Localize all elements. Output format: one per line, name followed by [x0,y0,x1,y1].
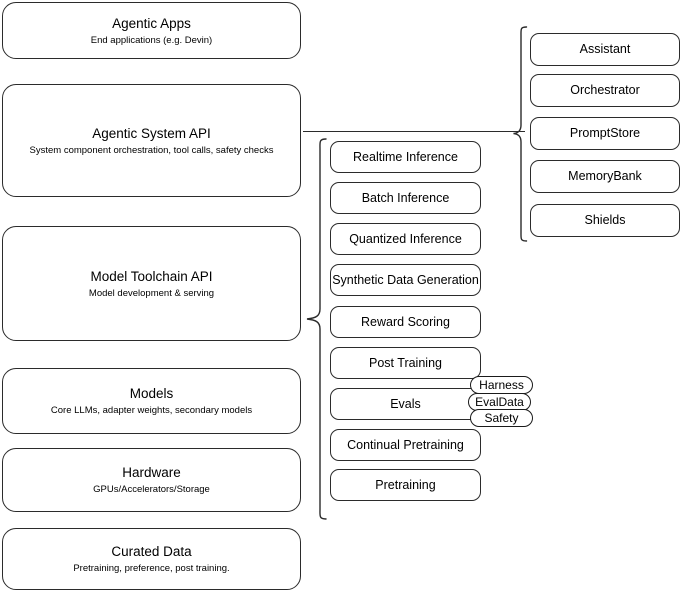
stack-layer-model-toolchain-api[interactable]: Model Toolchain API Model development & … [2,226,301,341]
system-item-orchestrator[interactable]: Orchestrator [530,74,680,107]
toolchain-item-label: Post Training [369,355,442,370]
layer-title: Hardware [122,465,181,480]
eval-tag-harness[interactable]: Harness [470,376,533,394]
toolchain-item-synthetic-data-generation[interactable]: Synthetic Data Generation [330,264,481,296]
layer-subtitle: End applications (e.g. Devin) [90,34,213,46]
brace-system-column [513,26,528,242]
layer-subtitle: GPUs/Accelerators/Storage [93,484,210,495]
toolchain-item-continual-pretraining[interactable]: Continual Pretraining [330,429,481,461]
eval-tag-label: Harness [479,378,524,392]
toolchain-item-label: Batch Inference [361,190,450,205]
toolchain-item-post-training[interactable]: Post Training [330,347,481,379]
brace-toolchain-column [306,138,327,520]
toolchain-item-label: Evals [390,396,421,411]
system-item-promptstore[interactable]: PromptStore [530,117,680,150]
system-item-label: PromptStore [569,126,641,140]
toolchain-item-label: Continual Pretraining [347,437,464,452]
layer-title: Model Toolchain API [90,268,213,284]
toolchain-item-reward-scoring[interactable]: Reward Scoring [330,306,481,338]
stack-layer-models[interactable]: Models Core LLMs, adapter weights, secon… [2,368,301,434]
toolchain-item-label: Synthetic Data Generation [332,272,479,287]
stack-layer-agentic-system-api[interactable]: Agentic System API System component orch… [2,84,301,197]
eval-tag-safety[interactable]: Safety [470,409,533,427]
toolchain-item-label: Pretraining [375,477,436,492]
layer-title: Models [129,386,174,401]
eval-tag-label: Safety [484,411,519,425]
layer-title: Agentic System API [92,125,211,141]
toolchain-item-evals[interactable]: Evals [330,388,481,420]
stack-layer-agentic-apps[interactable]: Agentic Apps End applications (e.g. Devi… [2,2,301,59]
layer-subtitle: Model development & serving [88,287,215,299]
system-item-label: Shields [584,213,626,227]
layer-title: Curated Data [111,544,192,559]
layer-title: Agentic Apps [112,15,191,31]
system-item-memorybank[interactable]: MemoryBank [530,160,680,193]
toolchain-item-pretraining[interactable]: Pretraining [330,469,481,501]
toolchain-item-realtime-inference[interactable]: Realtime Inference [330,141,481,173]
system-item-shields[interactable]: Shields [530,204,680,237]
system-item-label: Orchestrator [570,83,640,97]
stack-layer-curated-data[interactable]: Curated Data Pretraining, preference, po… [2,528,301,590]
layer-subtitle: System component orchestration, tool cal… [29,144,274,156]
layer-subtitle: Core LLMs, adapter weights, secondary mo… [50,405,253,416]
eval-tag-label: EvalData [475,395,524,409]
connector-line-system-api [303,131,525,132]
toolchain-item-label: Realtime Inference [353,149,458,164]
layer-subtitle: Pretraining, preference, post training. [73,563,230,574]
system-item-label: Assistant [579,42,631,56]
toolchain-item-batch-inference[interactable]: Batch Inference [330,182,481,214]
system-item-assistant[interactable]: Assistant [530,33,680,66]
toolchain-item-label: Quantized Inference [349,231,462,246]
toolchain-item-label: Reward Scoring [361,314,450,329]
toolchain-item-quantized-inference[interactable]: Quantized Inference [330,223,481,255]
stack-layer-hardware[interactable]: Hardware GPUs/Accelerators/Storage [2,448,301,512]
system-item-label: MemoryBank [568,169,642,183]
